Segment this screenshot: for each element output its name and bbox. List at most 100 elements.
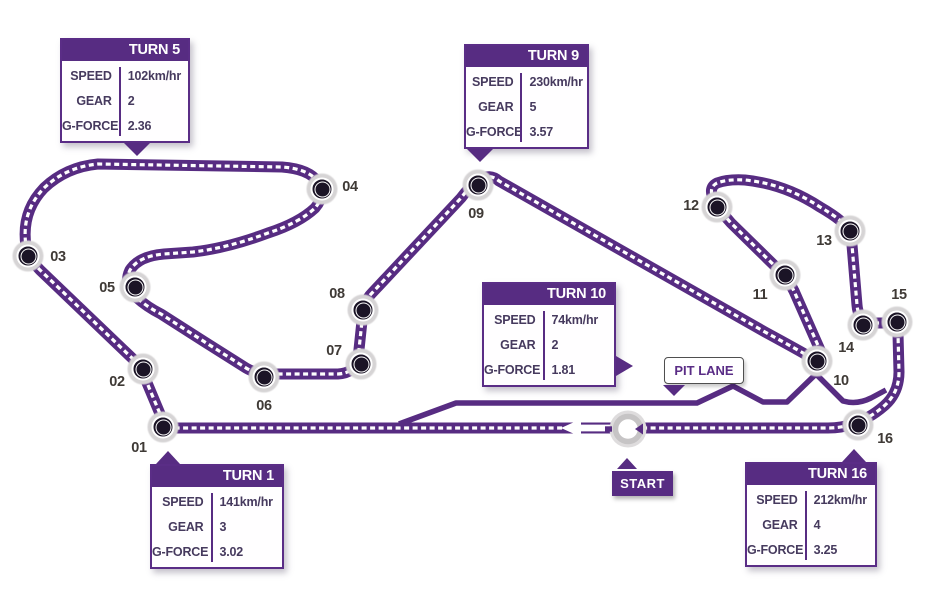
turn-number-label: 08 bbox=[329, 286, 345, 302]
gforce-value: 2.36 bbox=[127, 119, 152, 133]
pit-lane-pointer-arrow-icon bbox=[663, 385, 685, 396]
turn-box-values: 102km/hr 2 2.36 bbox=[121, 64, 188, 139]
turn-number-label: 06 bbox=[256, 398, 272, 414]
gforce-label: G-FORCE bbox=[484, 363, 541, 377]
turn-marker-16 bbox=[846, 413, 870, 437]
pit-lane-label: PIT LANE bbox=[664, 357, 744, 384]
turn-box-body: SPEED GEAR G-FORCE 74km/hr 2 1.81 bbox=[484, 305, 614, 385]
turn-number-label: 05 bbox=[99, 280, 115, 296]
turn-info-box-9: TURN 9 SPEED GEAR G-FORCE 230km/hr 5 3.5… bbox=[464, 44, 589, 162]
speed-label: SPEED bbox=[162, 495, 204, 509]
track-road bbox=[19, 158, 905, 434]
turn-box-title: TURN 16 bbox=[747, 464, 875, 485]
gforce-value: 3.02 bbox=[219, 545, 244, 559]
turn-info-box-16: TURN 16 SPEED GEAR G-FORCE 212km/hr 4 3.… bbox=[745, 449, 877, 567]
turn-marker-11 bbox=[773, 263, 797, 287]
gear-value: 4 bbox=[813, 518, 821, 532]
gforce-label: G-FORCE bbox=[466, 125, 523, 139]
turn-number-label: 11 bbox=[752, 287, 768, 303]
turn-box-labels: SPEED GEAR G-FORCE bbox=[62, 64, 119, 139]
direction-arrow bbox=[561, 419, 612, 437]
turn-number-label: 15 bbox=[891, 287, 907, 303]
turn-marker-10 bbox=[805, 349, 829, 373]
gforce-label: G-FORCE bbox=[62, 119, 119, 133]
turn-marker-13 bbox=[838, 219, 862, 243]
gforce-label: G-FORCE bbox=[747, 543, 804, 557]
turn-number-label: 16 bbox=[877, 431, 893, 447]
turn-box-labels: SPEED GEAR G-FORCE bbox=[152, 490, 211, 565]
turn-box-body: SPEED GEAR G-FORCE 102km/hr 2 2.36 bbox=[62, 61, 188, 141]
turn-box-labels: SPEED GEAR G-FORCE bbox=[466, 70, 523, 145]
speed-label: SPEED bbox=[756, 493, 798, 507]
turn-box-body: SPEED GEAR G-FORCE 212km/hr 4 3.25 bbox=[747, 485, 875, 565]
speed-label: SPEED bbox=[494, 313, 536, 327]
divider bbox=[118, 67, 121, 136]
turn-number-label: 12 bbox=[683, 198, 699, 214]
gear-label: GEAR bbox=[762, 518, 798, 532]
pointer-arrow-icon bbox=[124, 143, 150, 156]
pointer-arrow-icon bbox=[156, 451, 180, 464]
gear-label: GEAR bbox=[76, 94, 112, 108]
gforce-label: G-FORCE bbox=[152, 545, 209, 559]
turn-marker-14 bbox=[851, 313, 875, 337]
turn-number-label: 01 bbox=[131, 440, 147, 456]
gear-value: 2 bbox=[127, 94, 135, 108]
turn-marker-04 bbox=[310, 177, 334, 201]
turn-box-title: TURN 9 bbox=[466, 46, 587, 67]
pointer-arrow-icon bbox=[616, 356, 633, 376]
turn-number-label: 09 bbox=[468, 206, 484, 222]
turn-marker-12 bbox=[705, 195, 729, 219]
turn-number-label: 02 bbox=[109, 374, 125, 390]
turn-marker-06 bbox=[252, 365, 276, 389]
turn-box-title: TURN 5 bbox=[62, 40, 188, 61]
turn-marker-07 bbox=[349, 352, 373, 376]
turn-info-box-1: TURN 1 SPEED GEAR G-FORCE 141km/hr 3 3.0… bbox=[150, 451, 284, 569]
turn-marker-01 bbox=[151, 415, 175, 439]
turn-number-label: 03 bbox=[50, 249, 66, 265]
turn-number-label: 13 bbox=[816, 233, 832, 249]
turn-box-values: 74km/hr 2 1.81 bbox=[545, 308, 615, 383]
gforce-value: 3.57 bbox=[529, 125, 553, 139]
turn-marker-08 bbox=[351, 298, 375, 322]
turn-number-label: 10 bbox=[833, 373, 849, 389]
start-finish-marker bbox=[605, 410, 647, 448]
turn-box-title: TURN 1 bbox=[152, 466, 282, 487]
gear-label: GEAR bbox=[500, 338, 536, 352]
gear-value: 5 bbox=[529, 100, 537, 114]
speed-value: 141km/hr bbox=[219, 495, 273, 509]
gear-label: GEAR bbox=[478, 100, 514, 114]
gear-label: GEAR bbox=[168, 520, 204, 534]
turn-box-values: 212km/hr 4 3.25 bbox=[807, 488, 875, 563]
turn-info-box-10: TURN 10 SPEED GEAR G-FORCE 74km/hr 2 1.8… bbox=[482, 282, 633, 387]
turn-marker-03 bbox=[16, 244, 40, 268]
speed-value: 102km/hr bbox=[127, 69, 181, 83]
gear-value: 3 bbox=[219, 520, 227, 534]
turn-marker-15 bbox=[885, 310, 909, 334]
turn-marker-09 bbox=[466, 173, 490, 197]
turn-box-labels: SPEED GEAR G-FORCE bbox=[747, 488, 805, 563]
gear-value: 2 bbox=[551, 338, 559, 352]
pointer-arrow-icon bbox=[467, 149, 493, 162]
pit-lane-road bbox=[398, 371, 888, 427]
turn-box-body: SPEED GEAR G-FORCE 141km/hr 3 3.02 bbox=[152, 487, 282, 567]
start-label: START bbox=[612, 471, 673, 496]
speed-value: 230km/hr bbox=[529, 75, 583, 89]
turn-marker-05 bbox=[123, 275, 147, 299]
pointer-arrow-icon bbox=[842, 449, 866, 462]
gforce-value: 1.81 bbox=[551, 363, 576, 377]
speed-label: SPEED bbox=[70, 69, 112, 83]
turn-box-labels: SPEED GEAR G-FORCE bbox=[484, 308, 543, 383]
turn-number-label: 07 bbox=[326, 343, 342, 359]
divider bbox=[210, 493, 213, 562]
turn-number-label: 04 bbox=[342, 179, 358, 195]
turn-number-label: 14 bbox=[838, 340, 854, 356]
speed-label: SPEED bbox=[472, 75, 514, 89]
turn-info-box-5: TURN 5 SPEED GEAR G-FORCE 102km/hr 2 2.3… bbox=[60, 38, 190, 156]
turn-box-body: SPEED GEAR G-FORCE 230km/hr 5 3.57 bbox=[466, 67, 587, 147]
speed-value: 74km/hr bbox=[551, 313, 599, 327]
divider bbox=[520, 73, 523, 142]
turn-marker-02 bbox=[131, 357, 155, 381]
turn-box-values: 230km/hr 5 3.57 bbox=[522, 70, 587, 145]
start-pointer-arrow-icon bbox=[617, 458, 637, 469]
